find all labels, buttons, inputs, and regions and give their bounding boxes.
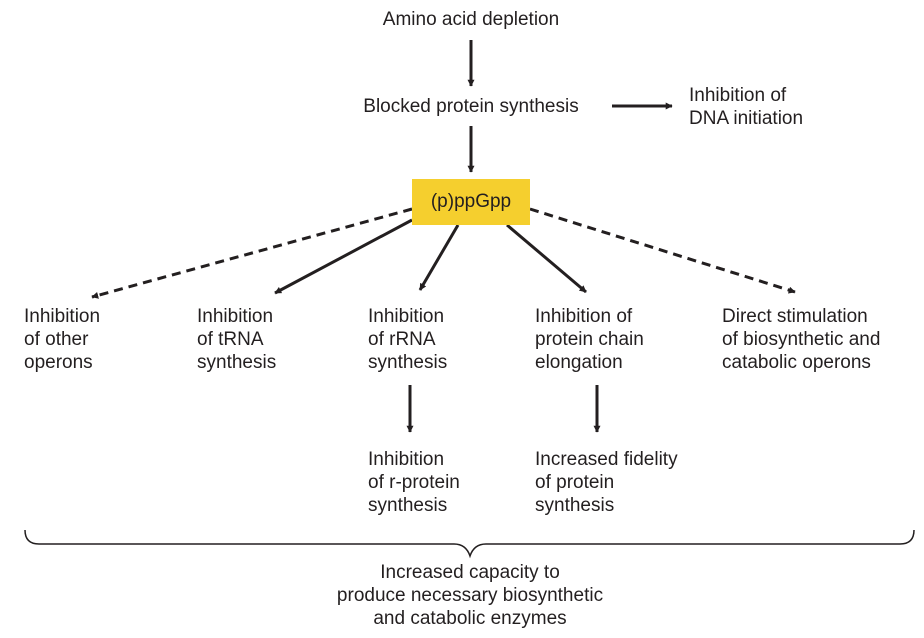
effect-other-operons: Inhibition of other operons (24, 306, 101, 373)
outcome-label: Increased capacity to produce necessary … (336, 562, 604, 629)
arrow-ppgpp-to-trna (274, 218, 413, 295)
secondary-rprotein-synthesis: Inhibition of r-protein synthesis (368, 449, 460, 516)
ppgpp-box: (p)ppGpp (412, 179, 530, 225)
outcome-brace (24, 529, 915, 559)
effect-trna-synthesis: Inhibition of tRNA synthesis (197, 306, 277, 373)
effect-direct-stimulation: Direct stimulation of biosynthetic and c… (722, 306, 881, 373)
secondary-increased-fidelity: Increased fidelity of protein synthesis (535, 449, 678, 516)
arrow-ppgpp-to-rrna (418, 224, 460, 291)
ppgpp-label: (p)ppGpp (430, 191, 512, 212)
dna-initiation-label: Inhibition of DNA initiation (689, 85, 804, 129)
arrow-ppgpp-to-other-operons (91, 207, 413, 299)
effect-rrna-synthesis: Inhibition of rRNA synthesis (368, 306, 448, 373)
blocked-protein-synthesis-label: Blocked protein synthesis (363, 96, 579, 117)
effect-chain-elongation: Inhibition of protein chain elongation (535, 306, 644, 373)
arrow-ppgpp-to-elongation (506, 223, 587, 294)
arrow-ppgpp-to-stimulation (529, 207, 796, 294)
amino-acid-depletion-label: Amino acid depletion (382, 9, 560, 30)
